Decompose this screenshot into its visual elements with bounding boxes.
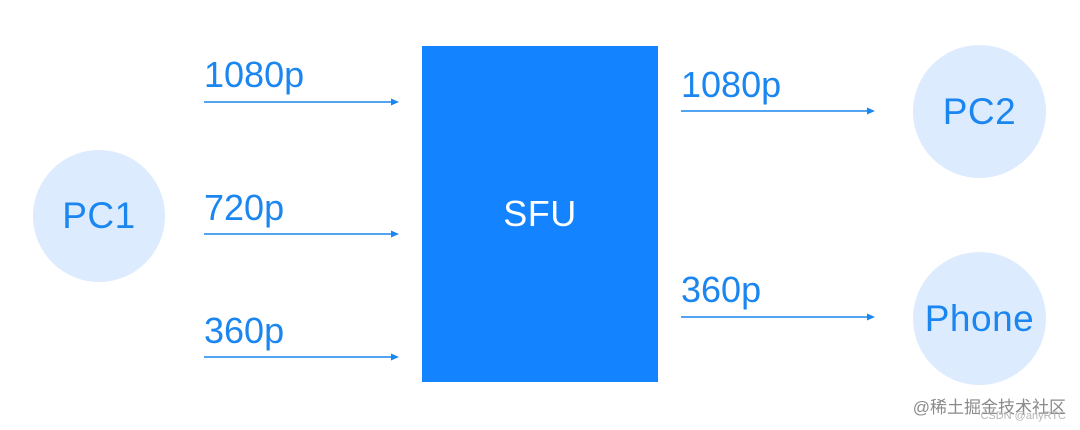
incoming-stream-label-720p: 720p bbox=[204, 187, 285, 228]
node-pc2-label: PC2 bbox=[942, 90, 1017, 132]
outgoing-arrow-360p bbox=[681, 313, 875, 321]
node-pc1-label: PC1 bbox=[62, 195, 136, 236]
sfu-box: SFU bbox=[422, 46, 658, 382]
node-pc2: PC2 bbox=[913, 45, 1046, 178]
incoming-arrow-720p bbox=[204, 230, 399, 238]
incoming-arrow-1080p bbox=[204, 98, 399, 106]
sfu-label: SFU bbox=[503, 193, 577, 234]
outgoing-stream-label-1080p: 1080p bbox=[681, 64, 782, 105]
watermark-text: @稀土掘金技术社区 bbox=[912, 398, 1066, 417]
node-pc1: PC1 bbox=[33, 150, 165, 282]
watermark-subtext: CSDN @anyRTC bbox=[980, 410, 1066, 422]
incoming-arrow-360p bbox=[204, 353, 399, 361]
outgoing-arrow-1080p bbox=[681, 107, 875, 115]
incoming-stream-label-1080p: 1080p bbox=[204, 54, 305, 95]
incoming-stream-label-360p: 360p bbox=[204, 310, 285, 351]
node-phone: Phone bbox=[913, 252, 1046, 385]
node-phone-label: Phone bbox=[924, 297, 1035, 339]
outgoing-stream-label-360p: 360p bbox=[681, 269, 762, 310]
